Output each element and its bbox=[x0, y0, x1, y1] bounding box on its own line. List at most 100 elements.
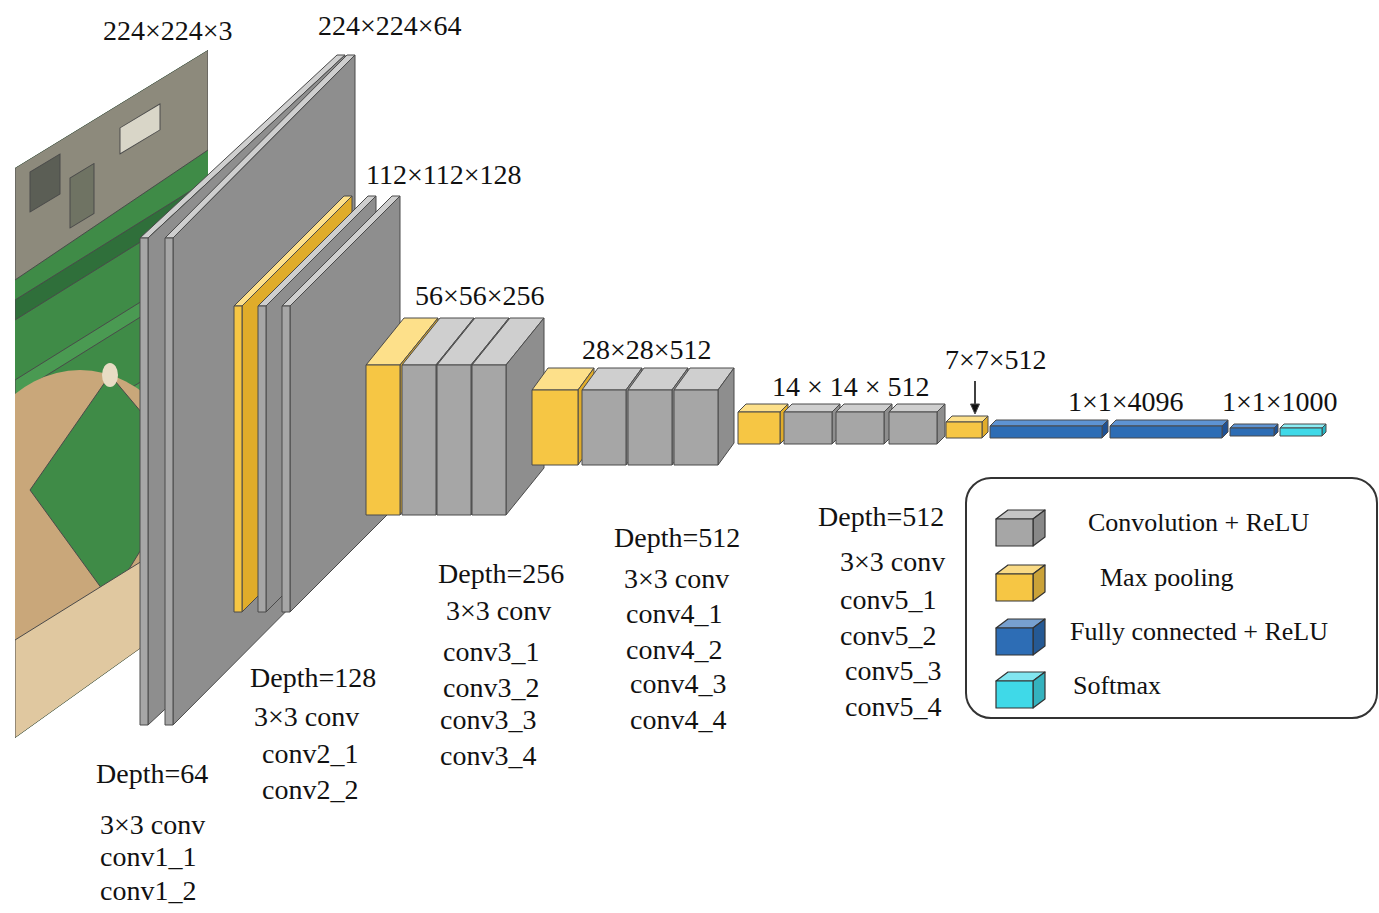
swatch-face bbox=[1033, 565, 1045, 601]
dimension-label: 1×1×4096 bbox=[1068, 388, 1184, 416]
conv-block-face bbox=[674, 390, 718, 465]
depth-label: Depth=64 bbox=[96, 760, 208, 788]
layer-name: conv4_4 bbox=[630, 706, 726, 734]
fc-block-face bbox=[1110, 426, 1222, 438]
legend-text: Softmax bbox=[1073, 673, 1161, 699]
layer-name: conv3_1 bbox=[443, 638, 539, 666]
conv-block-face bbox=[437, 365, 471, 515]
softmax-block-face bbox=[1280, 428, 1322, 436]
pool-block-face bbox=[532, 390, 578, 465]
input-photo-face bbox=[30, 154, 60, 212]
kernel-label: 3×3 conv bbox=[446, 597, 551, 625]
conv-block-face bbox=[628, 390, 672, 465]
layer-name: conv5_4 bbox=[845, 693, 941, 721]
dimension-label: 224×224×64 bbox=[318, 12, 462, 40]
layer-name: conv3_3 bbox=[440, 706, 536, 734]
swatch-face bbox=[1033, 672, 1045, 708]
kernel-label: 3×3 conv bbox=[840, 548, 945, 576]
pool-block bbox=[738, 404, 788, 444]
pool-block-face bbox=[234, 306, 242, 612]
layer-name: conv4_3 bbox=[630, 670, 726, 698]
pointer-arrow-face bbox=[974, 381, 976, 407]
legend-text: Convolution + ReLU bbox=[1088, 510, 1309, 536]
swatch-face bbox=[1033, 510, 1045, 546]
fc-block bbox=[1110, 420, 1228, 438]
conv-block-face bbox=[472, 365, 506, 515]
layer-name: conv4_1 bbox=[626, 600, 722, 628]
depth-label: Depth=256 bbox=[438, 560, 564, 588]
fc-block-face bbox=[990, 426, 1102, 438]
pool-block-face bbox=[366, 365, 400, 515]
kernel-label: 3×3 conv bbox=[100, 811, 205, 839]
conv-block-face bbox=[836, 404, 892, 412]
pool-block-face bbox=[738, 412, 780, 444]
layer-name: conv3_2 bbox=[443, 674, 539, 702]
conv-block bbox=[282, 196, 400, 612]
fc-block-face bbox=[1274, 424, 1278, 436]
legend-text: Max pooling bbox=[1100, 565, 1234, 591]
input-photo-face bbox=[70, 164, 94, 228]
pool-block-face bbox=[946, 422, 982, 438]
softmax-block-face bbox=[1322, 424, 1326, 436]
swatch-face bbox=[996, 681, 1033, 708]
conv-block-face bbox=[165, 238, 173, 725]
conv-block bbox=[836, 404, 892, 444]
conv-block-face bbox=[784, 412, 832, 444]
dimension-label: 224×224×3 bbox=[103, 17, 233, 45]
legend-swatch bbox=[995, 563, 1047, 603]
layer-name: conv5_2 bbox=[840, 622, 936, 650]
layer-name: conv2_2 bbox=[262, 776, 358, 804]
dimension-label: 1×1×1000 bbox=[1222, 388, 1338, 416]
conv-block-face bbox=[290, 196, 400, 612]
conv-block-face bbox=[889, 404, 945, 412]
dimension-label: 112×112×128 bbox=[366, 161, 522, 189]
layer-name: conv1_2 bbox=[100, 877, 196, 905]
fc-block-face bbox=[1230, 424, 1278, 428]
conv-block bbox=[889, 404, 945, 444]
conv-block-face bbox=[718, 368, 734, 465]
fc-block-face bbox=[1222, 420, 1228, 438]
legend-swatch bbox=[995, 670, 1047, 710]
conv-block-face bbox=[937, 404, 945, 444]
layer-name: conv5_1 bbox=[840, 586, 936, 614]
conv-block-face bbox=[402, 365, 436, 515]
layer-name: conv2_1 bbox=[262, 740, 358, 768]
swatch-face bbox=[996, 519, 1033, 546]
dimension-label: 56×56×256 bbox=[415, 282, 545, 310]
layer-name: conv1_1 bbox=[100, 843, 196, 871]
conv-block-face bbox=[836, 412, 884, 444]
fc-block-face bbox=[1102, 420, 1108, 438]
legend-swatch bbox=[995, 617, 1047, 657]
fc-block-face bbox=[1230, 428, 1274, 436]
conv-block bbox=[784, 404, 840, 444]
softmax-block-face bbox=[1280, 424, 1326, 428]
input-photo-face bbox=[120, 104, 160, 154]
layer-name: conv4_2 bbox=[626, 636, 722, 664]
input-photo-face bbox=[102, 363, 118, 387]
swatch-face bbox=[1033, 619, 1045, 655]
conv-block-face bbox=[140, 238, 148, 725]
fc-block bbox=[1230, 424, 1278, 436]
legend-swatch bbox=[995, 508, 1047, 548]
depth-label: Depth=128 bbox=[250, 664, 376, 692]
depth-label: Depth=512 bbox=[818, 503, 944, 531]
conv-block-face bbox=[889, 412, 937, 444]
swatch-face bbox=[996, 574, 1033, 601]
conv-block-face bbox=[582, 390, 626, 465]
legend-text: Fully connected + ReLU bbox=[1070, 619, 1328, 645]
softmax-block bbox=[1280, 424, 1326, 436]
depth-label: Depth=512 bbox=[614, 524, 740, 552]
layer-name: conv5_3 bbox=[845, 657, 941, 685]
pointer-arrow-face bbox=[971, 404, 980, 414]
layer-name: conv3_4 bbox=[440, 742, 536, 770]
fc-block bbox=[990, 420, 1108, 438]
conv-block-face bbox=[784, 404, 840, 412]
dimension-label: 28×28×512 bbox=[582, 336, 712, 364]
pool-block-face bbox=[982, 416, 988, 438]
fc-block-face bbox=[1110, 420, 1228, 426]
conv-block-face bbox=[258, 306, 266, 612]
conv-block bbox=[674, 368, 734, 465]
swatch-face bbox=[996, 628, 1033, 655]
kernel-label: 3×3 conv bbox=[624, 565, 729, 593]
pointer-arrow bbox=[971, 381, 980, 414]
